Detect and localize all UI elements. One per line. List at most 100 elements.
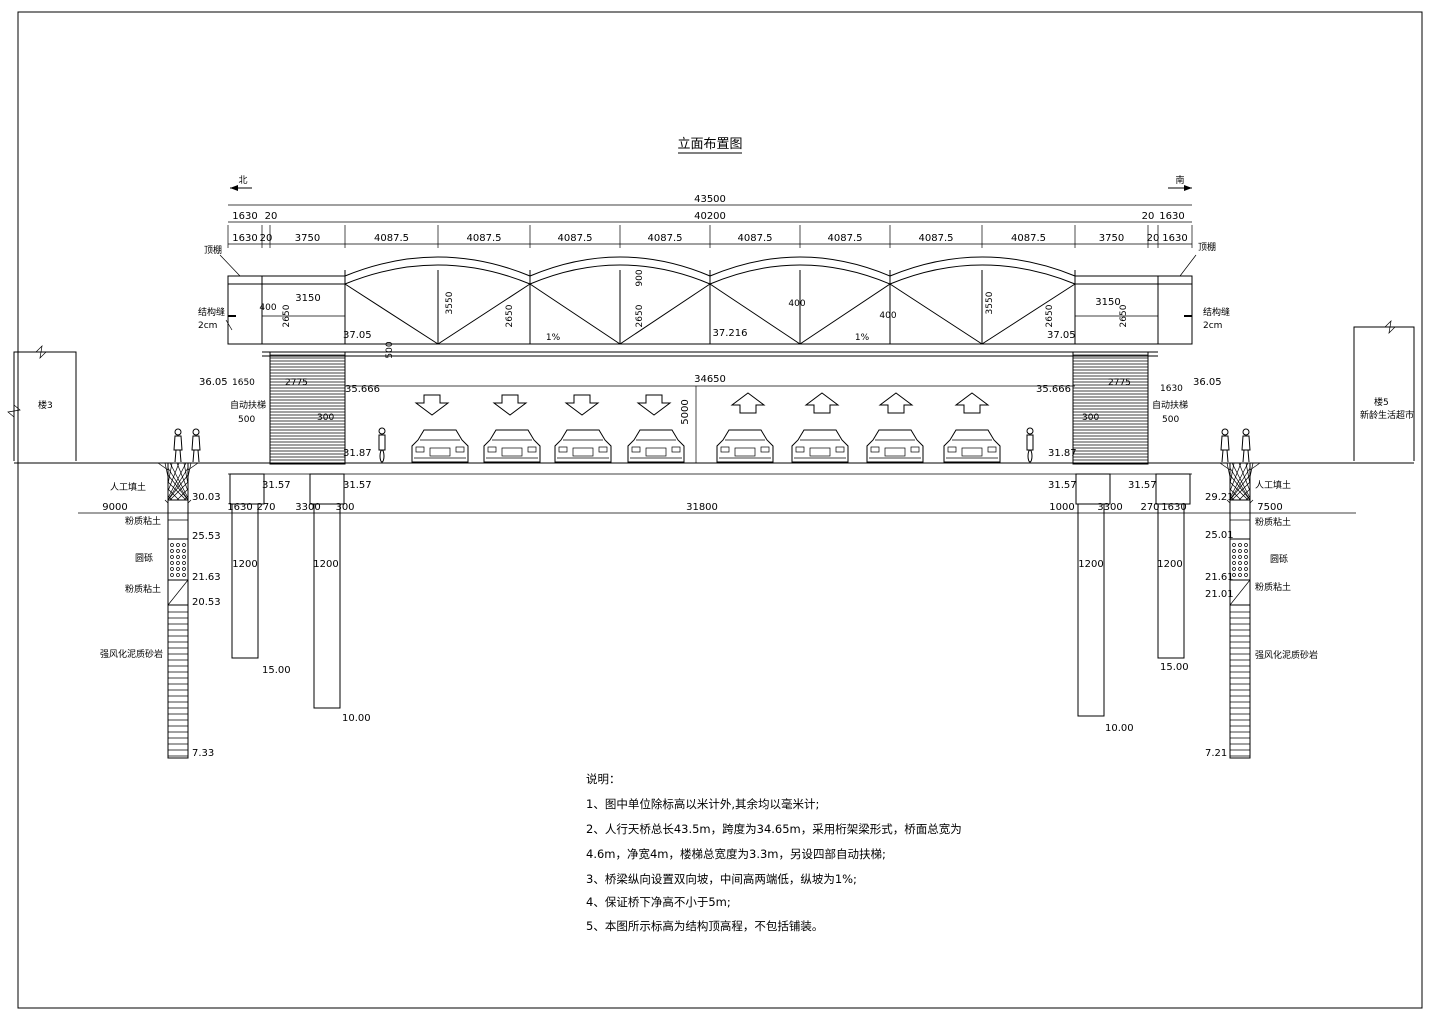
arrow-down-icon bbox=[564, 394, 600, 416]
svg-text:300: 300 bbox=[317, 413, 334, 423]
svg-text:自动扶梯: 自动扶梯 bbox=[1152, 399, 1188, 411]
svg-text:3150: 3150 bbox=[295, 293, 320, 304]
svg-text:500: 500 bbox=[1162, 415, 1179, 425]
svg-text:7500: 7500 bbox=[1257, 502, 1282, 513]
svg-text:7.21: 7.21 bbox=[1205, 748, 1227, 759]
svg-text:25.01: 25.01 bbox=[1205, 530, 1234, 541]
svg-text:31.57: 31.57 bbox=[262, 480, 291, 491]
note-line-1: 1、图中单位除标高以米计外,其余均以毫米计; bbox=[586, 797, 819, 811]
svg-text:3300: 3300 bbox=[295, 502, 320, 513]
segment-label: 4087.5 bbox=[374, 233, 409, 244]
svg-text:圆砾: 圆砾 bbox=[135, 552, 153, 564]
svg-text:2650: 2650 bbox=[282, 304, 292, 327]
svg-text:1200: 1200 bbox=[1157, 559, 1182, 570]
pedestrian-icon bbox=[173, 428, 183, 463]
truss-labels: 3150 3150 400 400 400 3550 2650 900 2650… bbox=[259, 269, 1129, 463]
segment-label: 20 bbox=[260, 233, 273, 244]
svg-text:人工填土: 人工填土 bbox=[110, 481, 146, 493]
segment-label: 20 bbox=[1147, 233, 1160, 244]
segment-label: 4087.5 bbox=[467, 233, 502, 244]
svg-text:2650: 2650 bbox=[1119, 304, 1129, 327]
svg-text:结构缝: 结构缝 bbox=[198, 306, 225, 318]
svg-text:圆砾: 圆砾 bbox=[1270, 553, 1288, 565]
svg-text:2650: 2650 bbox=[505, 304, 515, 327]
svg-text:3300: 3300 bbox=[1097, 502, 1122, 513]
svg-text:300: 300 bbox=[1082, 413, 1099, 423]
svg-text:1000: 1000 bbox=[1049, 502, 1074, 513]
notes-title: 说明： bbox=[586, 772, 621, 786]
north-arrow-icon: 北 bbox=[230, 175, 252, 191]
svg-text:20: 20 bbox=[265, 211, 278, 222]
svg-text:1200: 1200 bbox=[1078, 559, 1103, 570]
svg-text:北: 北 bbox=[238, 175, 247, 186]
svg-text:1200: 1200 bbox=[313, 559, 338, 570]
soil-labels-right: 人工填土 29.21 粉质粘土 25.01 圆砾 21.61 粉质粘土 21.0… bbox=[1205, 479, 1318, 759]
svg-text:40200: 40200 bbox=[694, 211, 726, 222]
car-icon bbox=[866, 429, 924, 463]
svg-text:36.05: 36.05 bbox=[1193, 377, 1222, 388]
svg-text:20.53: 20.53 bbox=[192, 597, 221, 608]
pedestrian-icon bbox=[1241, 428, 1251, 463]
svg-text:粉质粘土: 粉质粘土 bbox=[125, 583, 161, 595]
pedestrian-icons bbox=[173, 427, 1251, 463]
arrow-up-icon bbox=[954, 392, 990, 414]
svg-text:2cm: 2cm bbox=[198, 321, 217, 331]
svg-text:7.33: 7.33 bbox=[192, 748, 214, 759]
svg-text:900: 900 bbox=[635, 269, 645, 286]
building-right: 楼5 新龄生活超市 bbox=[1353, 319, 1415, 461]
svg-text:2650: 2650 bbox=[635, 304, 645, 327]
svg-text:1630: 1630 bbox=[227, 502, 252, 513]
svg-text:31.57: 31.57 bbox=[343, 480, 372, 491]
note-line-4: 3、桥梁纵向设置双向坡，中间高两端低，纵坡为1%; bbox=[586, 872, 857, 886]
svg-text:21.01: 21.01 bbox=[1205, 589, 1234, 600]
svg-text:楼3: 楼3 bbox=[38, 399, 53, 411]
svg-text:31.87: 31.87 bbox=[1048, 448, 1077, 459]
svg-text:400: 400 bbox=[259, 303, 276, 313]
svg-text:1200: 1200 bbox=[232, 559, 257, 570]
svg-text:自动扶梯: 自动扶梯 bbox=[230, 399, 266, 411]
car-icon bbox=[943, 429, 1001, 463]
arrow-down-icon bbox=[414, 394, 450, 416]
car-icon bbox=[483, 429, 541, 463]
svg-text:36.05: 36.05 bbox=[199, 377, 228, 388]
cyclist-icon bbox=[1026, 427, 1034, 463]
svg-text:21.63: 21.63 bbox=[192, 572, 221, 583]
svg-text:顶棚: 顶棚 bbox=[204, 244, 222, 256]
soil-column-left bbox=[151, 462, 205, 759]
svg-text:1630: 1630 bbox=[1159, 211, 1184, 222]
svg-text:500: 500 bbox=[385, 341, 395, 358]
svg-text:400: 400 bbox=[879, 311, 896, 321]
car-icon bbox=[716, 429, 774, 463]
segment-label: 4087.5 bbox=[1011, 233, 1046, 244]
segment-label: 4087.5 bbox=[648, 233, 683, 244]
soil-column-right bbox=[1213, 462, 1267, 759]
traffic-arrows bbox=[414, 392, 990, 416]
svg-text:顶棚: 顶棚 bbox=[1198, 241, 1216, 253]
drawing-title: 立面布置图 bbox=[677, 137, 742, 152]
svg-text:结构缝: 结构缝 bbox=[1203, 306, 1230, 318]
segment-label: 3750 bbox=[295, 233, 320, 244]
svg-text:1%: 1% bbox=[546, 333, 561, 343]
svg-text:10.00: 10.00 bbox=[1105, 723, 1134, 734]
svg-text:35.666: 35.666 bbox=[1036, 384, 1071, 395]
svg-text:2650: 2650 bbox=[1045, 304, 1055, 327]
pedestrian-icon bbox=[191, 428, 201, 463]
svg-text:5000: 5000 bbox=[680, 399, 691, 424]
svg-text:新龄生活超市: 新龄生活超市 bbox=[1360, 409, 1414, 421]
svg-text:29.21: 29.21 bbox=[1205, 492, 1234, 503]
stair-left bbox=[269, 351, 346, 465]
arrow-down-icon bbox=[492, 394, 528, 416]
svg-text:1%: 1% bbox=[855, 333, 870, 343]
svg-text:34650: 34650 bbox=[694, 374, 726, 385]
segment-label: 4087.5 bbox=[828, 233, 863, 244]
svg-text:37.05: 37.05 bbox=[343, 330, 372, 341]
svg-text:9000: 9000 bbox=[102, 502, 127, 513]
segment-label: 3750 bbox=[1099, 233, 1124, 244]
svg-text:37.216: 37.216 bbox=[713, 328, 748, 339]
svg-text:1630: 1630 bbox=[1160, 384, 1183, 394]
svg-text:20: 20 bbox=[1142, 211, 1155, 222]
arrow-up-icon bbox=[804, 392, 840, 414]
svg-text:37.05: 37.05 bbox=[1047, 330, 1076, 341]
